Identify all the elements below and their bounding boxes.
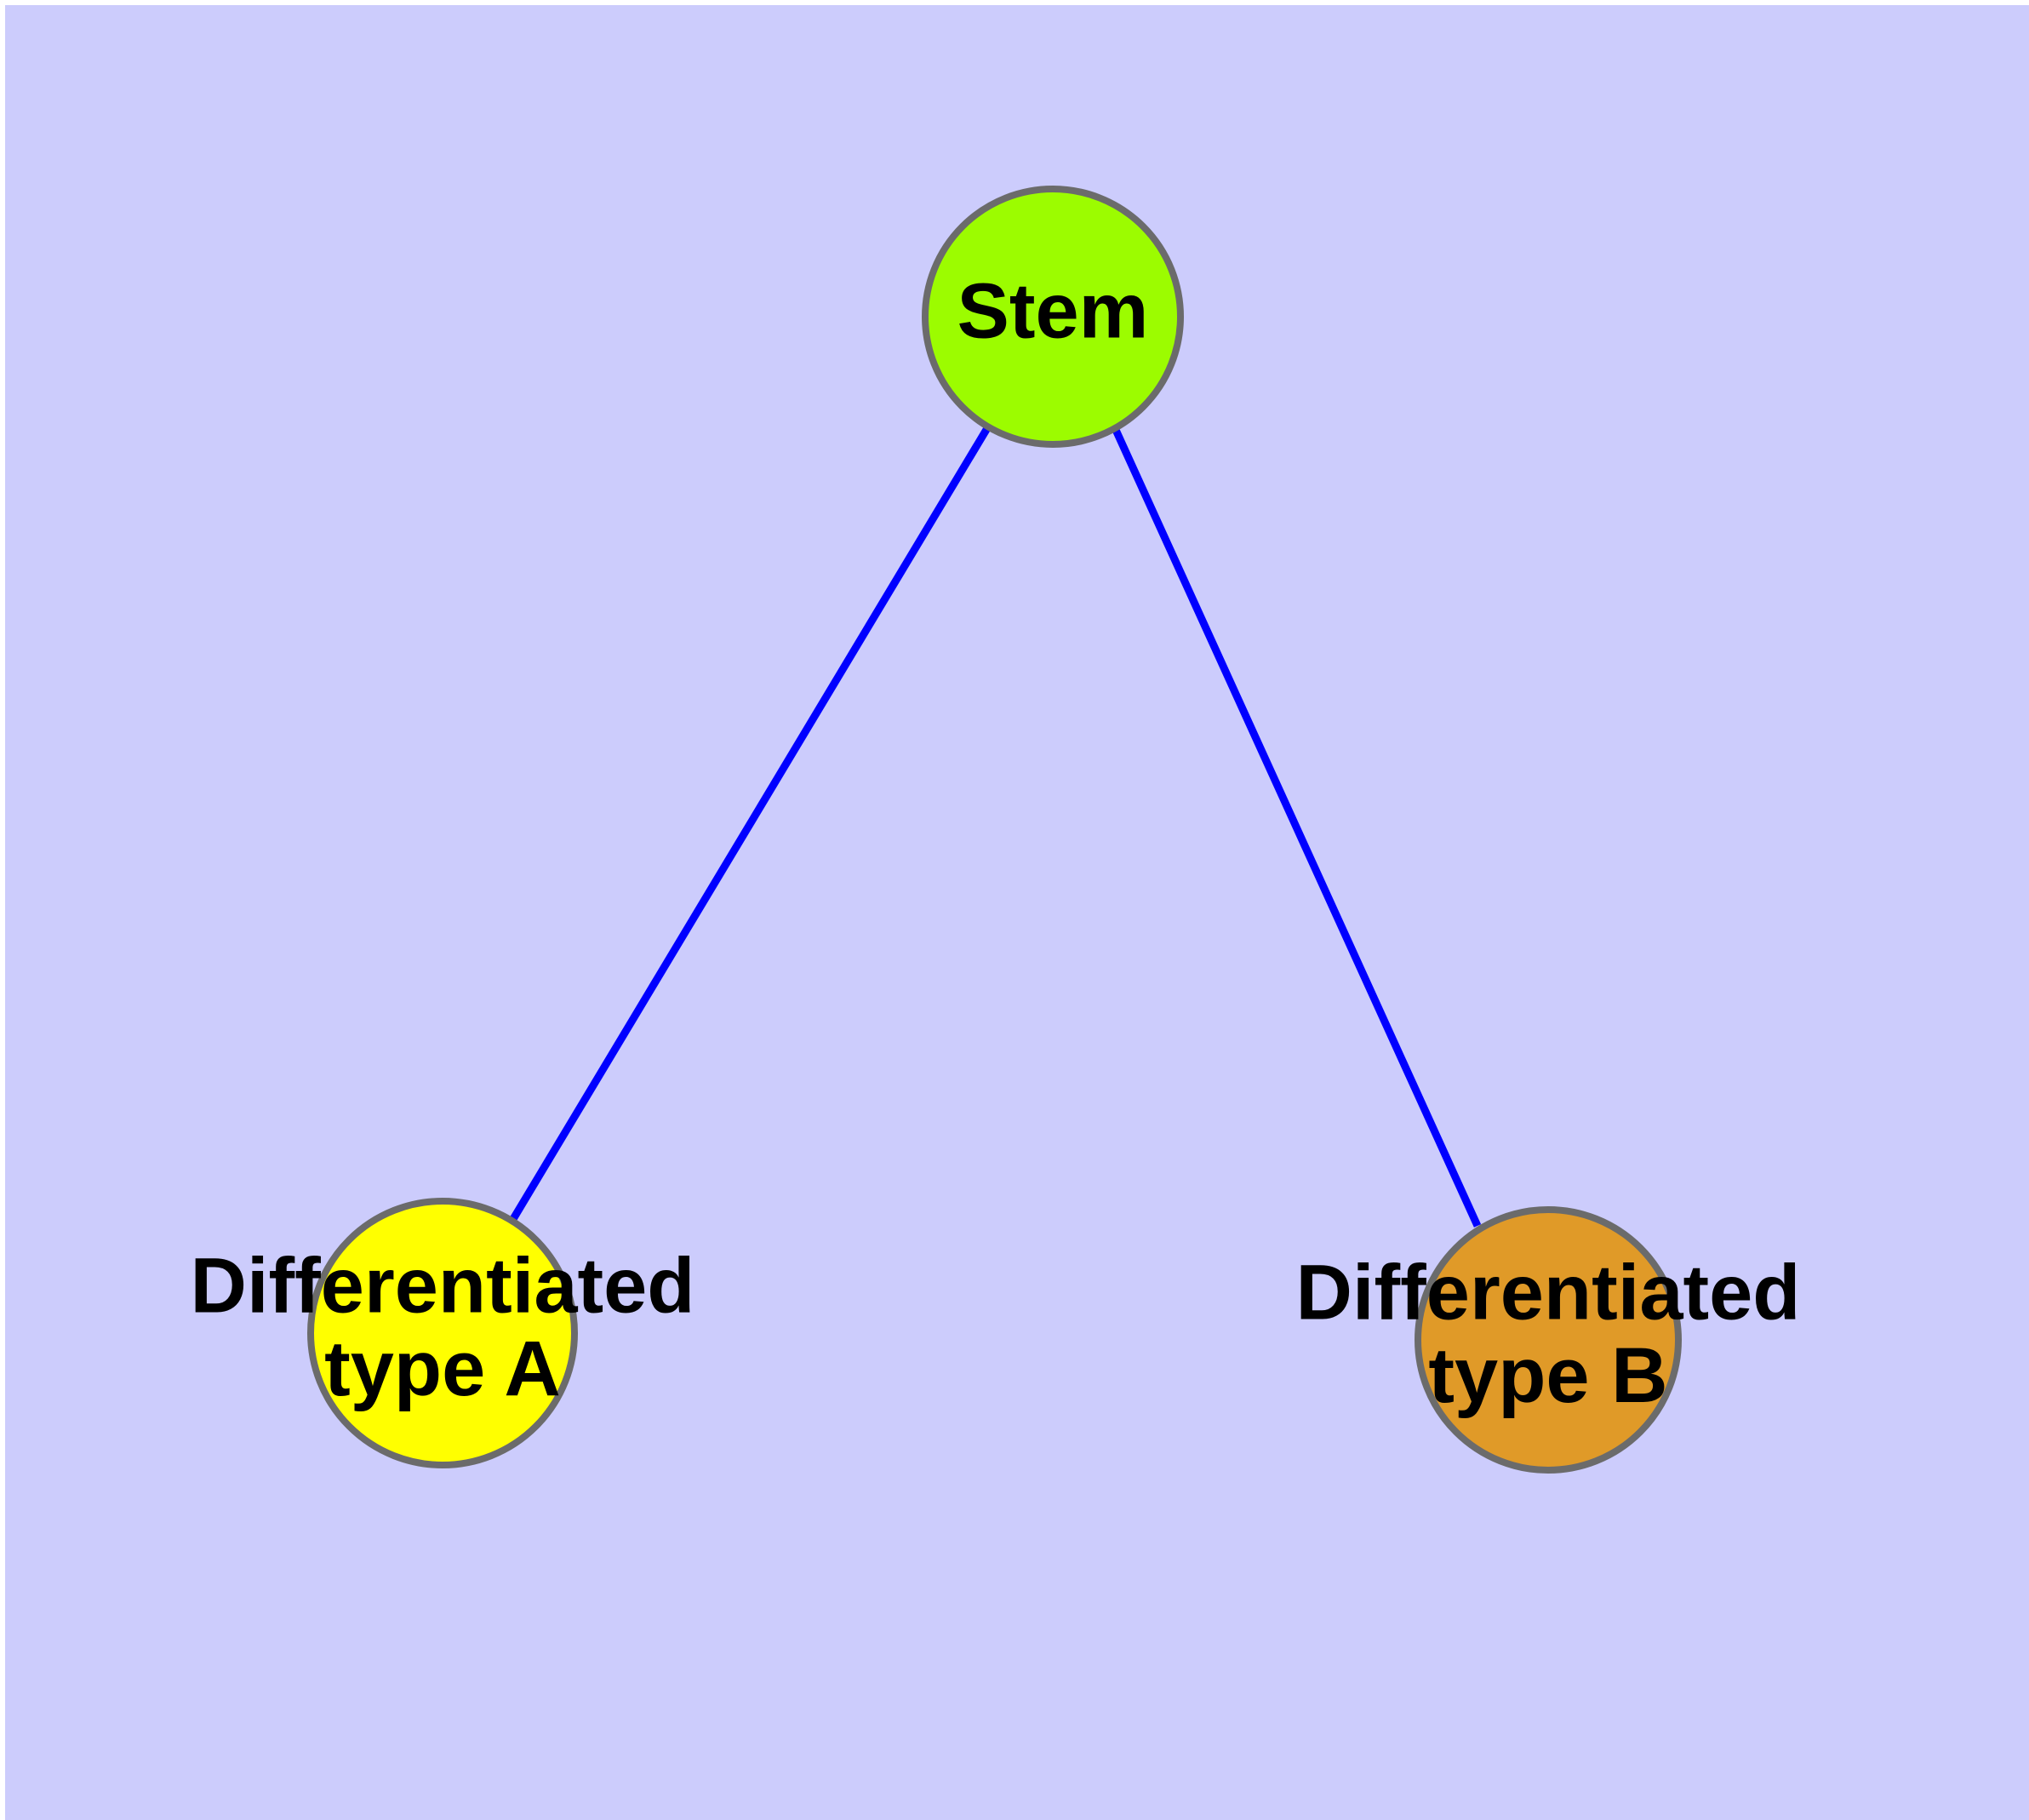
node-stem-label-line1: Stem <box>957 267 1149 354</box>
node-diff-a-circle[interactable] <box>307 1198 578 1468</box>
edge-stem-to-diff-b[interactable] <box>1112 428 1482 1228</box>
edge-stem-to-diff-a[interactable] <box>507 426 991 1226</box>
node-stem-circle[interactable] <box>922 186 1184 448</box>
label-layer: Stem Differentiated type A Differentiate… <box>191 267 1801 1419</box>
node-diff-b-label-line2: type B <box>1428 1332 1667 1419</box>
node-diff-b-label-line1: Differentiated <box>1296 1250 1801 1336</box>
edge-layer <box>507 426 1482 1228</box>
node-layer <box>307 186 1682 1474</box>
node-diff-a-label-line2: type A <box>324 1325 561 1412</box>
node-diff-b-circle[interactable] <box>1415 1206 1682 1474</box>
node-diff-a-label-line1: Differentiated <box>191 1243 695 1330</box>
